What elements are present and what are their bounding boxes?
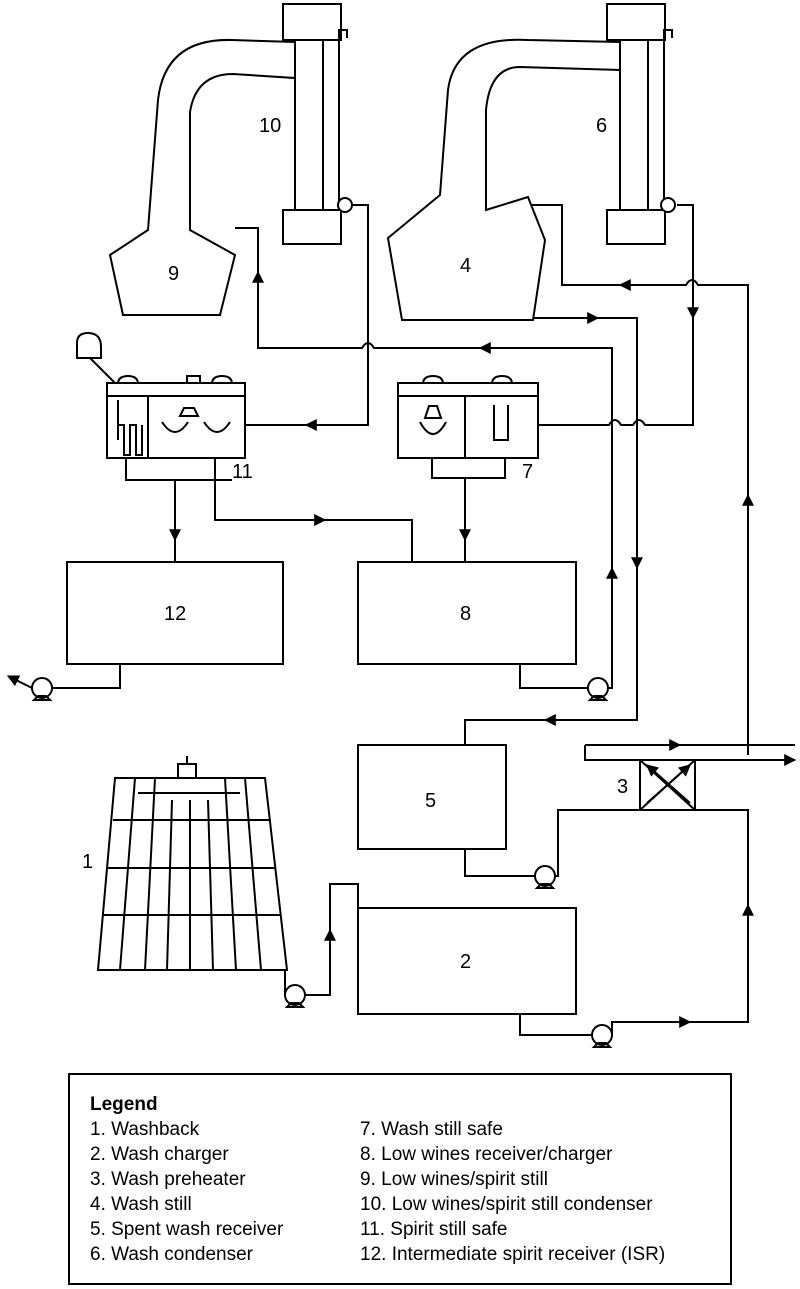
- wash-charger: [357, 907, 577, 1015]
- wash-still-safe: [397, 374, 539, 459]
- spirit-still-condenser: [282, 3, 353, 245]
- label-wash-condenser: 6: [596, 115, 607, 137]
- pump: [284, 984, 306, 1008]
- legend-item: 2. Wash charger: [90, 1144, 229, 1165]
- label-wash-still: 4: [460, 255, 471, 277]
- label-wash-preheater: 3: [617, 776, 628, 798]
- low-wines-receiver: [357, 561, 577, 665]
- label-wash-charger: 2: [460, 951, 471, 973]
- legend-item: 6. Wash condenser: [90, 1244, 254, 1265]
- washback: [96, 756, 289, 971]
- legend-item: 11. Spirit still safe: [360, 1219, 507, 1240]
- pump: [591, 1024, 613, 1048]
- legend: Legend 1. Washback 2. Wash charger 3. Wa…: [68, 1073, 732, 1285]
- pipework: [6, 204, 797, 1036]
- legend-item: 5. Spent wash receiver: [90, 1219, 284, 1240]
- spirit-still-safe: [76, 331, 246, 459]
- pump: [31, 677, 53, 701]
- legend-item: 8. Low wines receiver/charger: [360, 1144, 613, 1165]
- legend-item: 12. Intermediate spirit receiver (ISR): [360, 1244, 665, 1265]
- label-spirit-still-condenser: 10: [259, 115, 281, 137]
- legend-item: 4. Wash still: [90, 1194, 192, 1215]
- label-spirit-still-safe: 11: [232, 461, 253, 483]
- legend-item: 3. Wash preheater: [90, 1169, 246, 1190]
- label-spent-wash-receiver: 5: [425, 790, 436, 812]
- label-low-wines-receiver: 8: [460, 603, 471, 625]
- legend-item: 1. Washback: [90, 1119, 200, 1140]
- legend-box: [68, 1073, 732, 1285]
- intermediate-spirit-receiver: [66, 561, 284, 665]
- pump: [534, 865, 556, 889]
- wash-still: [386, 38, 621, 321]
- label-intermediate-spirit-receiver: 12: [164, 603, 186, 625]
- spent-wash-receiver: [357, 744, 507, 850]
- label-wash-still-safe: 7: [522, 461, 533, 483]
- legend-item: 9. Low wines/spirit still: [360, 1169, 548, 1190]
- wash-condenser: [606, 3, 676, 245]
- label-spirit-still: 9: [168, 263, 179, 285]
- spirit-still: [108, 38, 296, 316]
- legend-item: 10. Low wines/spirit still condenser: [360, 1194, 653, 1215]
- pump: [587, 677, 609, 701]
- legend-title: Legend: [90, 1094, 158, 1115]
- legend-item: 7. Wash still safe: [360, 1119, 503, 1140]
- label-washback: 1: [82, 851, 93, 873]
